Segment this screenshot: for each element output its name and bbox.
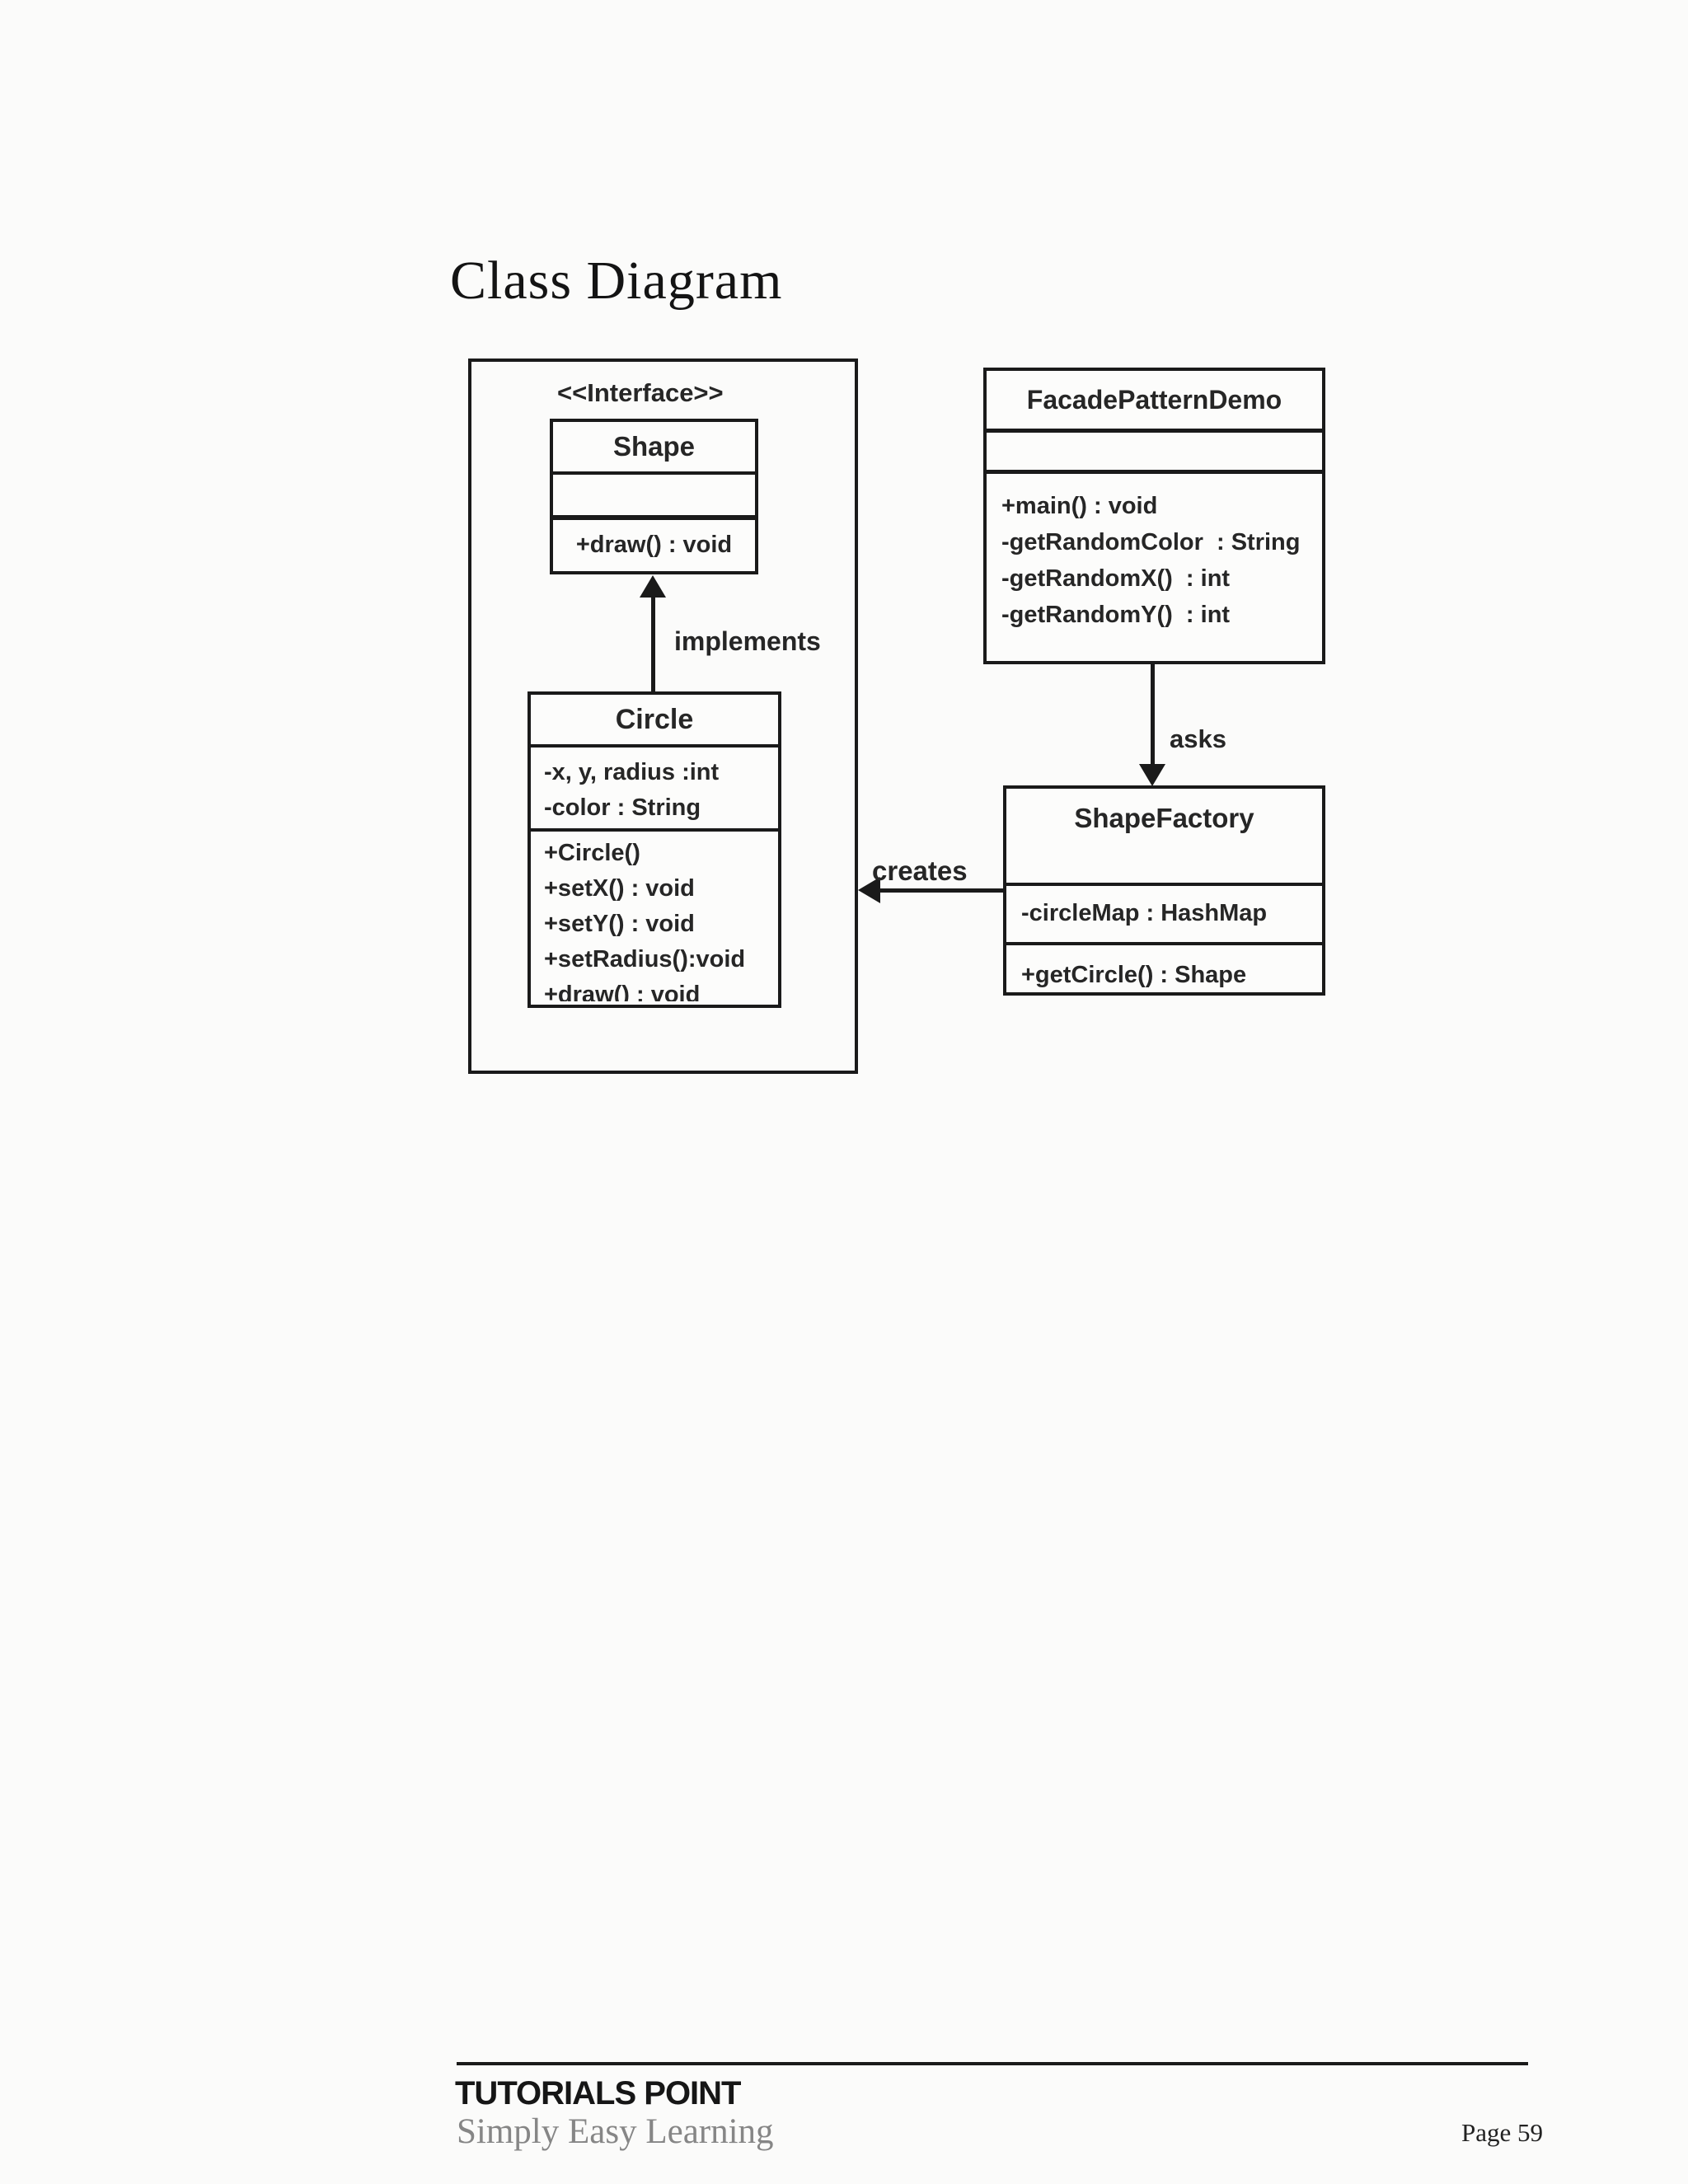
class-box-shape: Shape +draw() : void	[550, 419, 758, 574]
asks-arrowhead-icon	[1139, 764, 1165, 786]
implements-arrow-line	[651, 595, 655, 693]
class-name-shape: Shape	[612, 431, 696, 462]
interface-container-box	[468, 359, 858, 1074]
interface-stereotype-label: <<Interface>>	[557, 378, 724, 407]
method-entry: +getCircle() : Shape	[1021, 962, 1247, 988]
footer-page-number: Page 59	[1461, 2118, 1543, 2147]
method-entry: +main() : void	[1001, 493, 1158, 519]
facade-attributes-compartment	[987, 429, 1322, 470]
method-entry: +setX() : void	[544, 875, 695, 902]
class-box-facadepatterndemo: FacadePatternDemo +main() : void -getRand…	[983, 368, 1325, 664]
shape-attributes-compartment	[553, 471, 755, 515]
method-entry: -getRandomColor : String	[1001, 529, 1301, 555]
method-entry: +Circle()	[544, 840, 640, 866]
footer-brand: TUTORIALS POINT	[455, 2075, 741, 2111]
method-entry: +setRadius():void	[544, 946, 746, 972]
implements-label: implements	[674, 626, 821, 656]
method-entry: +setY() : void	[544, 911, 695, 937]
factory-methods-compartment: +getCircle() : Shape	[1006, 942, 1322, 1006]
method-entry: -getRandomX() : int	[1001, 565, 1231, 592]
asks-arrow-line	[1151, 663, 1155, 766]
class-name-circle: Circle	[615, 704, 694, 735]
footer-tagline: Simply Easy Learning	[457, 2112, 774, 2151]
method-entry: -getRandomY() : int	[1001, 602, 1231, 628]
creates-label: creates	[872, 855, 968, 886]
class-name-facadepatterndemo: FacadePatternDemo	[1026, 385, 1282, 415]
circle-methods-compartment: +Circle() +setX() : void +setY() : void +se…	[531, 828, 778, 1001]
facade-methods-compartment: +main() : void -getRandomColor : String -g…	[987, 470, 1322, 661]
class-name-shapefactory: ShapeFactory	[1074, 803, 1254, 833]
shape-methods-compartment: +draw() : void	[553, 515, 755, 571]
footer-divider	[457, 2062, 1528, 2065]
circle-attributes-compartment: -x, y, radius :int -color : String	[531, 744, 778, 828]
page-title: Class Diagram	[450, 251, 783, 311]
attribute-entry: -x, y, radius :int	[544, 759, 720, 785]
implements-arrowhead-icon	[640, 575, 666, 598]
class-box-shapefactory: ShapeFactory -circleMap : HashMap +getCi…	[1003, 785, 1325, 996]
attribute-entry: -circleMap : HashMap	[1021, 900, 1268, 926]
attribute-entry: -color : String	[544, 794, 701, 821]
method-entry: +draw() : void	[575, 532, 733, 558]
creates-arrow-line	[877, 888, 1003, 893]
method-entry: +draw() : void	[544, 982, 701, 1001]
class-box-circle: Circle -x, y, radius :int -color : String…	[528, 691, 781, 1008]
factory-attributes-compartment: -circleMap : HashMap	[1006, 883, 1322, 942]
asks-label: asks	[1170, 724, 1226, 753]
creates-arrowhead-icon	[858, 877, 880, 903]
